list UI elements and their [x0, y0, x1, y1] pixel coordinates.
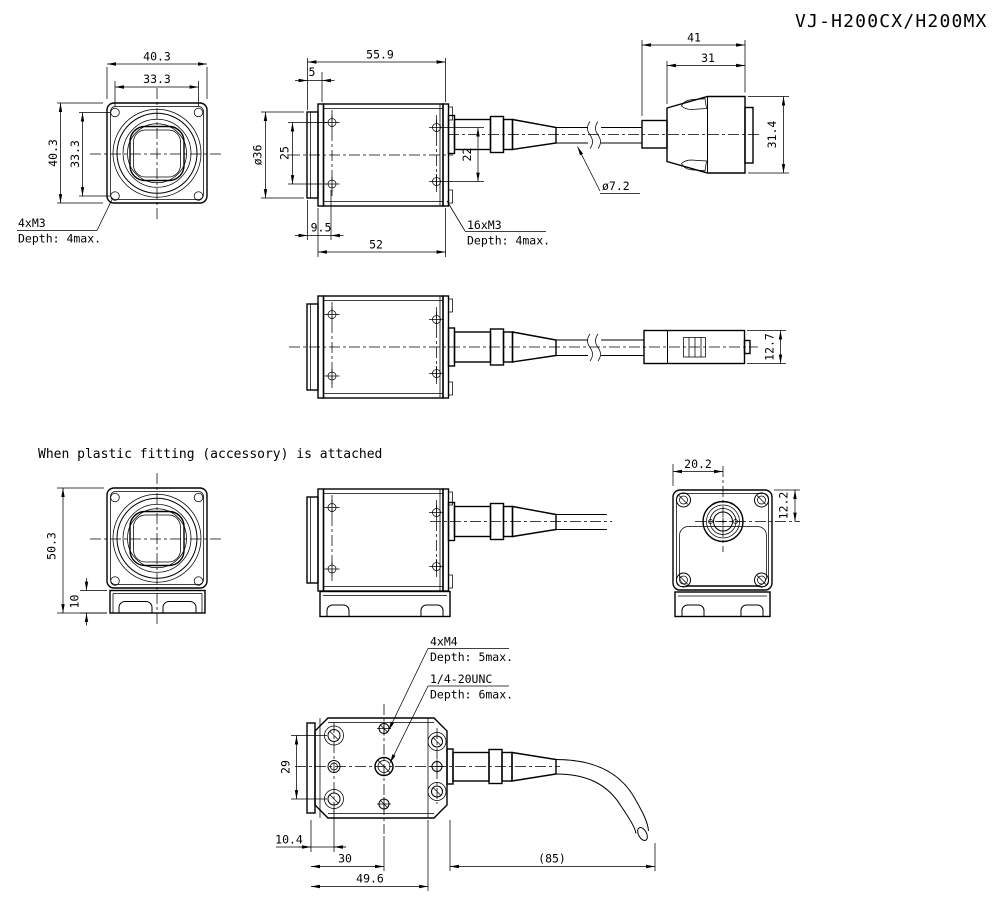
dim-lens-dia: ø36	[251, 145, 265, 166]
lens-mount-circles-fitted	[112, 493, 202, 583]
cable-end	[637, 827, 648, 841]
bottom-view: 4xM4 Depth: 5max. 1/4-20UNC Depth: 6max.…	[275, 635, 656, 891]
dim-plug-dia: 31.4	[765, 121, 779, 149]
side2-screw-holes	[324, 307, 444, 384]
dim-front-width-holes: 33.3	[143, 72, 171, 86]
dim-body-length: 52	[369, 238, 383, 252]
dim-cable-length: (85)	[538, 852, 566, 866]
dim-hole-pitch-front: 25	[278, 146, 292, 160]
rear-inset-panel	[679, 526, 767, 586]
dim-front-width-outer: 40.3	[143, 50, 171, 64]
dim-base-height: 10	[68, 595, 82, 609]
dim-conn-offset-y: 12.2	[777, 492, 791, 520]
dim-length: 49.6	[356, 872, 384, 886]
plastic-fitting-base-side	[319, 590, 451, 618]
plastic-fitting-note: When plastic fitting (accessory) is atta…	[38, 447, 382, 462]
fitted-side-view	[306, 488, 612, 618]
dim-hole-pitch-rear: 22	[460, 148, 474, 162]
label-4xm3: 4xM3	[18, 216, 46, 230]
label-4xm4: 4xM4	[430, 635, 458, 649]
plug-view: 41 31 31.4	[641, 31, 789, 174]
side-view: 55.9 5 ø36 25 22 9.5 52 16xM3 Depth: 4ma…	[251, 48, 762, 257]
slide-switch	[683, 337, 706, 358]
label-16xm3-depth: Depth: 4max.	[467, 234, 550, 248]
fitted-front-view: 50.3 10	[45, 473, 224, 626]
rear-view: 20.2 12.2	[672, 457, 800, 618]
dim-fitted-height: 50.3	[45, 532, 59, 560]
dim-front-height-holes: 33.3	[68, 140, 82, 168]
cable-bottom	[446, 748, 649, 841]
strain-relief-notch-bottom	[681, 159, 707, 172]
inline-connector	[643, 329, 751, 365]
dim-front-offset: 9.5	[311, 221, 332, 235]
rear-connector-circles	[702, 500, 744, 543]
front-view: 40.3 33.3 40.3 33.3 4xM3 Depth: 4max.	[17, 50, 224, 246]
label-4xm4-depth: Depth: 5max.	[430, 650, 513, 664]
label-cable-dia: ø7.2	[602, 179, 630, 193]
cable-connector-fitted	[447, 501, 607, 542]
label-4xm3-depth: Depth: 4max.	[18, 232, 101, 246]
drawing-title: VJ-H200CX/H200MX	[795, 11, 988, 32]
front-corner-screw-holes	[110, 107, 204, 201]
fitted-side-screw-holes	[324, 500, 444, 577]
strain-relief-notch-top	[681, 98, 707, 110]
dim-edge-offset: 10.4	[275, 833, 303, 847]
rear-corner-bosses	[676, 492, 769, 588]
label-tripod: 1/4-20UNC	[430, 672, 492, 686]
side-screw-holes	[324, 115, 444, 192]
side-view-row2: 12.7	[289, 295, 786, 399]
dim-conn-offset-x: 20.2	[684, 457, 712, 471]
dim-center-offset: 30	[338, 852, 352, 866]
dim-plug-body: 31	[701, 51, 715, 65]
dim-hole-pitch: 29	[279, 760, 293, 774]
plastic-fitting-base-front	[109, 589, 206, 614]
bottom-corner-bosses	[324, 725, 447, 809]
dim-side-length: 55.9	[366, 48, 394, 62]
label-16xm3: 16xM3	[467, 218, 502, 232]
dim-connector-height: 12.7	[763, 333, 777, 361]
cable-connector	[447, 114, 642, 155]
lens-mount-circles	[112, 108, 202, 198]
dim-side-flange: 5	[309, 65, 316, 79]
label-tripod-depth: Depth: 6max.	[430, 688, 513, 702]
plastic-fitting-base-rear	[674, 591, 771, 618]
bottom-mount-holes	[327, 721, 444, 811]
cable-connector-row2	[447, 327, 644, 367]
dim-plug-length: 41	[687, 31, 701, 45]
dim-front-height-outer: 40.3	[46, 139, 60, 167]
